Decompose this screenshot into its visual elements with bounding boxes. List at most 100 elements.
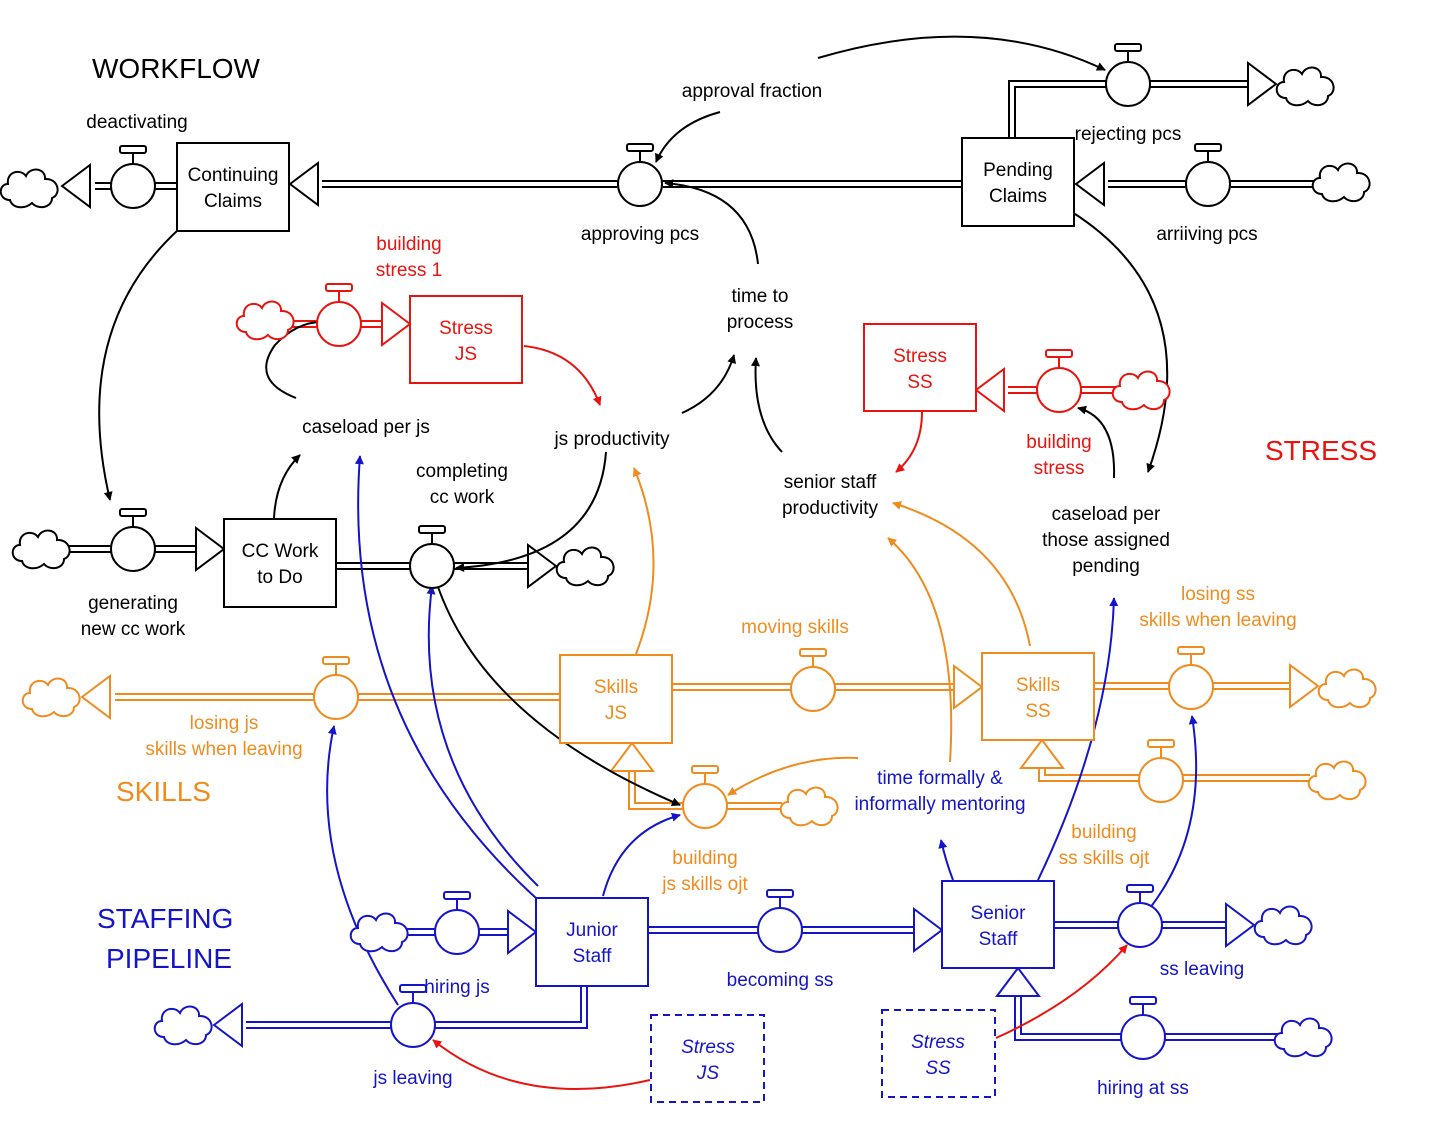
arrow-losing-js-skills (80, 674, 111, 720)
link-ss-leaving-to-losing-ss-skills (1149, 715, 1198, 909)
link-stress-ss-to-productivity (895, 411, 923, 473)
link-caseload-pending-to-building-stress (1077, 405, 1116, 479)
flow-label-becoming-ss: becoming ss (727, 970, 834, 991)
link-junior-staff-to-caseload-js (354, 455, 537, 899)
cloud-hiring-at-ss-source (1273, 1017, 1333, 1058)
arrow-building-stress-1 (381, 301, 412, 347)
valve-approving-pcs[interactable] (617, 143, 663, 207)
link-skills-ss-to-ss-productivity (892, 501, 1031, 647)
aux-caseload-per-js: caseload per js (302, 417, 430, 438)
arrow-building-stress (974, 367, 1005, 413)
section-title-skills: SKILLS (116, 776, 211, 807)
arrow-generating (195, 526, 226, 572)
pipe-building-ss-skills (1038, 768, 1310, 782)
clouds (0, 66, 1377, 1058)
valve-hiring-js[interactable] (434, 891, 480, 955)
flow-label-deactivating: deactivating (86, 112, 187, 133)
flow-label-hiring-js: hiring js (424, 977, 489, 998)
valve-building-ss-skills-ojt[interactable] (1138, 739, 1184, 803)
pipe-hiring-at-ss (1014, 996, 1278, 1041)
valve-generating-new-cc-work[interactable] (110, 508, 156, 572)
link-hiring-js-to-losing-js-skills (326, 725, 399, 1006)
valve-building-js-skills-ojt[interactable] (682, 765, 728, 829)
valve-building-stress-1[interactable] (316, 283, 362, 347)
link-js-productivity-to-time (681, 354, 736, 414)
section-title-stress: STRESS (1265, 435, 1377, 466)
link-junior-staff-to-building-js-skills (602, 812, 681, 897)
valve-building-stress[interactable] (1036, 349, 1082, 413)
section-title-pipeline: PIPELINE (106, 943, 232, 974)
arrow-building-ss-skills (1019, 738, 1065, 769)
link-js-productivity-to-completing (455, 451, 607, 573)
valve-ss-leaving[interactable] (1117, 884, 1163, 948)
valve-arriving-pcs[interactable] (1185, 143, 1231, 207)
valve-losing-js-skills[interactable] (313, 656, 359, 720)
arrow-hiring-js (507, 909, 538, 955)
cloud-completing-sink (555, 546, 615, 587)
arrow-deactivating (60, 163, 91, 209)
flow-valves (110, 43, 1231, 1060)
arrow-js-leaving (212, 1002, 243, 1048)
cloud-arriving-source (1311, 162, 1371, 203)
arrow-moving-skills (953, 664, 984, 710)
cloud-generating-source (11, 529, 71, 570)
cloud-rejecting-sink (1275, 66, 1335, 107)
flow-label-approving-pcs: approving pcs (581, 224, 699, 245)
valve-becoming-ss[interactable] (757, 889, 803, 953)
valve-completing-cc-work[interactable] (409, 525, 455, 589)
valve-moving-skills[interactable] (790, 648, 836, 712)
cloud-losing-ss-skills-sink (1317, 668, 1377, 709)
arrow-becoming-ss (913, 907, 944, 953)
cloud-losing-js-skills-sink (21, 677, 81, 718)
cloud-js-leaving-sink (153, 1005, 213, 1046)
flow-label-arriving-pcs: arriiving pcs (1156, 224, 1257, 245)
link-time-to-process-to-approving (664, 179, 759, 265)
cloud-building-js-skills-source (779, 786, 839, 827)
link-skills-js-to-js-productivity (632, 467, 655, 655)
section-title-workflow: WORKFLOW (92, 53, 261, 84)
valve-js-leaving[interactable] (390, 984, 436, 1048)
valve-hiring-at-ss[interactable] (1120, 996, 1166, 1060)
cloud-deactivating-sink (0, 168, 59, 209)
link-ccwork-to-caseload-js (273, 454, 301, 519)
information-links (98, 35, 1198, 1090)
section-title-staffing: STAFFING (97, 903, 233, 934)
arrow-building-js-skills (609, 741, 655, 772)
aux-time-mentoring: time formally &informally mentoring (854, 768, 1025, 815)
valve-deactivating[interactable] (110, 145, 156, 209)
valve-rejecting-pcs[interactable] (1105, 43, 1151, 107)
link-approval-fraction-to-approving (655, 111, 721, 163)
flow-label-moving-skills: moving skills (741, 617, 849, 638)
link-junior-staff-to-completing (426, 585, 539, 887)
valve-losing-ss-skills[interactable] (1168, 646, 1214, 710)
link-mentoring-to-ss-productivity (887, 537, 953, 763)
flow-label-rejecting-pcs: rejecting pcs (1075, 124, 1182, 145)
cloud-building-stress-1-source (235, 300, 295, 341)
arrow-hiring-at-ss (995, 966, 1041, 997)
